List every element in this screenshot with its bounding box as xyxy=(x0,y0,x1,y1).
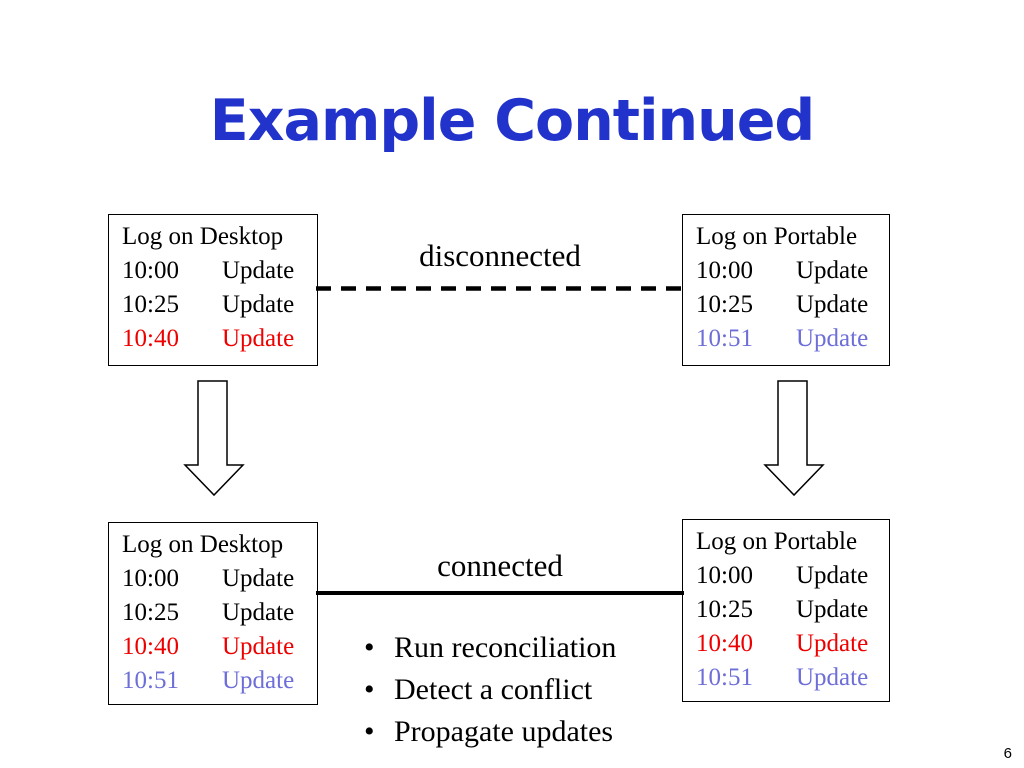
disconnected-label: disconnected xyxy=(419,238,581,273)
log-entry-action: Update xyxy=(796,664,869,691)
log-entry-time: 10:25 xyxy=(696,596,753,623)
log-entry-action: Update xyxy=(796,562,869,589)
page-number: 6 xyxy=(1003,745,1012,762)
log-box-title: Log on Desktop xyxy=(122,223,284,250)
log-box-title: Log on Portable xyxy=(696,223,858,250)
log-entry: 10:51 Update xyxy=(122,664,317,698)
log-entry-action: Update xyxy=(222,325,295,352)
log-entry: 10:51 Update xyxy=(696,322,889,356)
log-box-portable-bottom: Log on Portable 10:00 Update 10:25 Updat… xyxy=(682,519,890,702)
log-entry: 10:40 Update xyxy=(696,627,889,661)
log-entry: 10:40 Update xyxy=(122,630,317,664)
bullet-icon: • xyxy=(364,631,375,664)
log-entry-action: Update xyxy=(796,291,869,318)
list-item: • Run reconciliation xyxy=(364,627,616,669)
down-arrow-icon xyxy=(183,380,245,497)
bullet-list: • Run reconciliation • Detect a conflict… xyxy=(364,627,616,753)
log-entry: 10:25 Update xyxy=(122,288,317,322)
log-box-portable-top: Log on Portable 10:00 Update 10:25 Updat… xyxy=(682,214,890,366)
log-entry-time: 10:00 xyxy=(122,257,179,284)
log-box-desktop-top: Log on Desktop 10:00 Update 10:25 Update… xyxy=(108,214,318,366)
log-entry: 10:00 Update xyxy=(122,562,317,596)
log-entry-time: 10:00 xyxy=(696,562,753,589)
log-entry: 10:40 Update xyxy=(122,322,317,356)
slide-title: Example Continued xyxy=(209,88,815,154)
log-entry-action: Update xyxy=(222,291,295,318)
log-entry-time: 10:40 xyxy=(696,630,753,657)
log-entry-action: Update xyxy=(222,565,295,592)
log-entry-time: 10:25 xyxy=(122,599,179,626)
log-entry-time: 10:40 xyxy=(122,633,179,660)
log-entry: 10:25 Update xyxy=(696,593,889,627)
log-entry-action: Update xyxy=(222,633,295,660)
bullet-text: Propagate updates xyxy=(394,715,614,748)
log-entry-action: Update xyxy=(796,257,869,284)
log-entry: 10:00 Update xyxy=(696,254,889,288)
log-entry-action: Update xyxy=(796,596,869,623)
log-entry-time: 10:25 xyxy=(696,291,753,318)
log-entry-time: 10:40 xyxy=(122,325,179,352)
log-entry: 10:25 Update xyxy=(696,288,889,322)
log-entry: 10:00 Update xyxy=(696,559,889,593)
connected-label: connected xyxy=(437,548,563,583)
log-entry-action: Update xyxy=(222,667,295,694)
log-box-desktop-bottom: Log on Desktop 10:00 Update 10:25 Update… xyxy=(108,522,318,705)
log-entry-time: 10:51 xyxy=(122,667,179,694)
log-entry-action: Update xyxy=(796,630,869,657)
log-entry-time: 10:51 xyxy=(696,325,753,352)
log-entry: 10:51 Update xyxy=(696,661,889,695)
list-item: • Propagate updates xyxy=(364,711,616,753)
down-arrow-icon xyxy=(763,380,825,497)
bullet-icon: • xyxy=(364,715,375,748)
log-entry-time: 10:25 xyxy=(122,291,179,318)
bullet-text: Run reconciliation xyxy=(394,631,617,664)
log-entry: 10:00 Update xyxy=(122,254,317,288)
list-item: • Detect a conflict xyxy=(364,669,616,711)
disconnected-dashed-line xyxy=(316,286,684,291)
log-entry: 10:25 Update xyxy=(122,596,317,630)
bullet-icon: • xyxy=(364,673,375,706)
log-box-title: Log on Desktop xyxy=(122,531,284,558)
log-entry-time: 10:00 xyxy=(122,565,179,592)
log-entry-action: Update xyxy=(222,257,295,284)
connected-solid-line xyxy=(316,591,684,595)
bullet-text: Detect a conflict xyxy=(394,673,593,706)
log-entry-action: Update xyxy=(796,325,869,352)
log-box-title: Log on Portable xyxy=(696,528,858,555)
log-entry-time: 10:51 xyxy=(696,664,753,691)
log-entry-time: 10:00 xyxy=(696,257,753,284)
log-entry-action: Update xyxy=(222,599,295,626)
